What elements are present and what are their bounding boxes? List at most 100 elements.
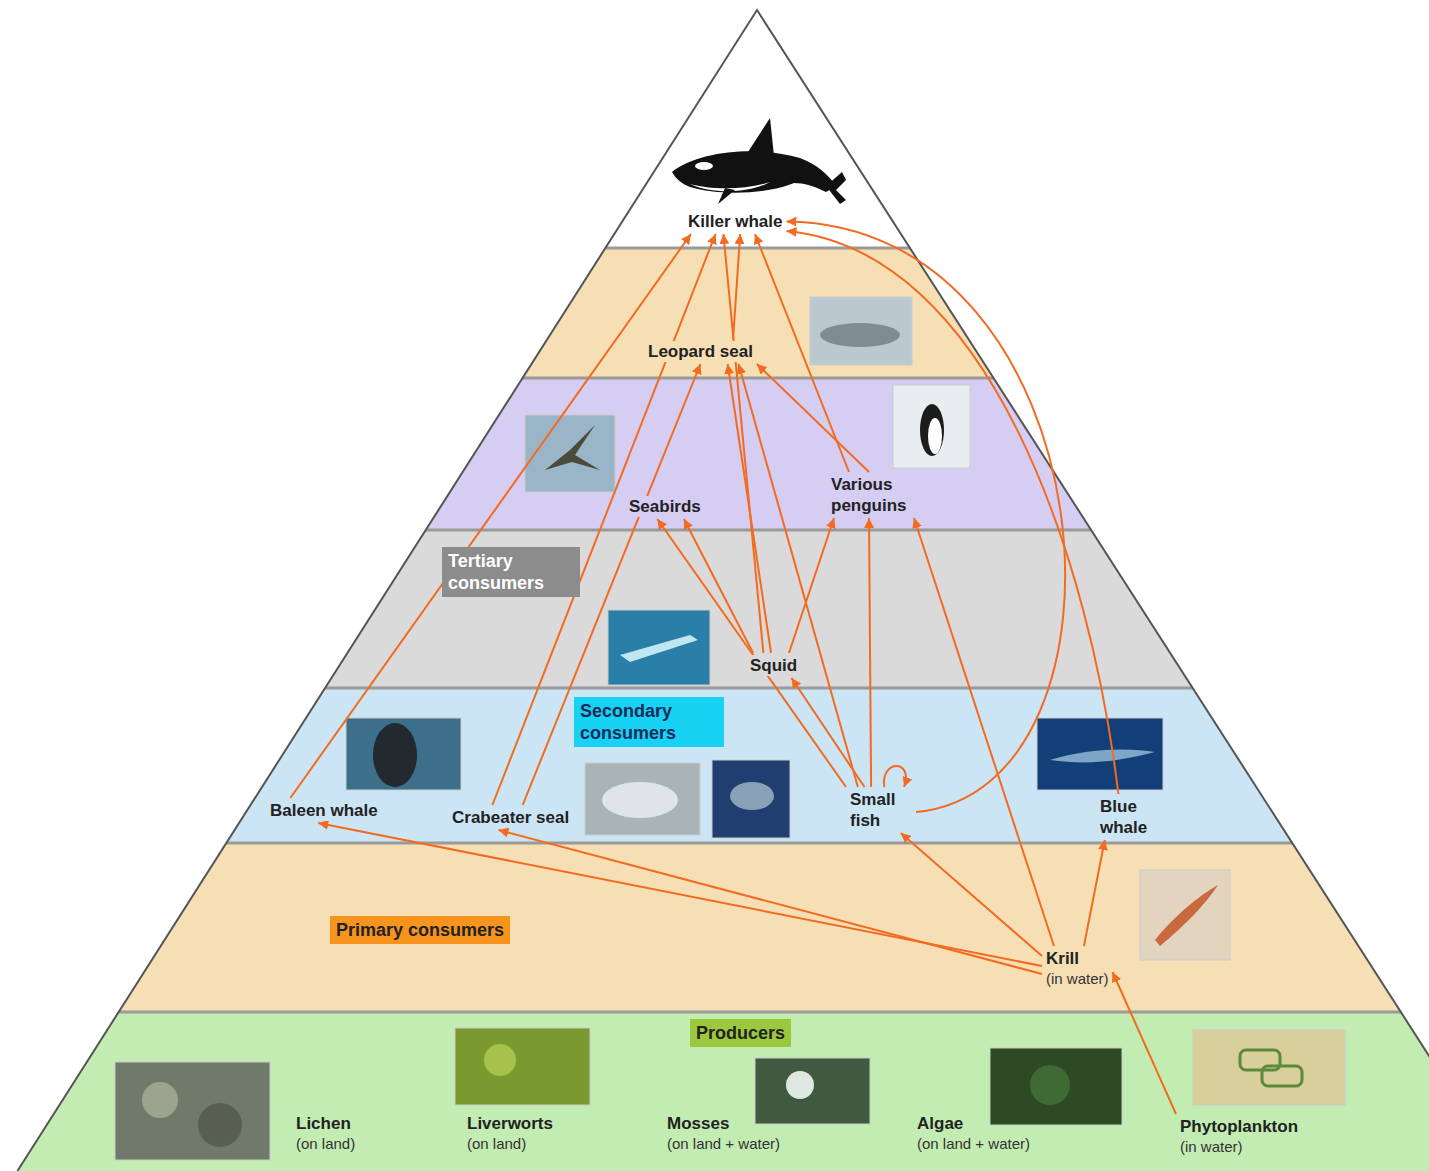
food-arrow — [728, 364, 771, 653]
node-title: Primary consumers — [330, 916, 510, 944]
food-arrow — [498, 830, 1042, 974]
food-arrow — [684, 519, 753, 653]
species-label: Leopard seal — [646, 341, 755, 362]
food-arrow — [786, 231, 1118, 794]
food-arrow — [723, 234, 763, 653]
species-label: Killer whale — [686, 211, 784, 232]
band-border — [523, 377, 994, 380]
node-title: Secondary consumers — [574, 697, 724, 747]
orca-figure — [672, 118, 846, 204]
orca-eye-patch — [695, 162, 713, 170]
node-title: Krill — [1044, 948, 1081, 969]
species-label: Baleen whale — [268, 800, 380, 821]
band-border — [119, 1011, 1402, 1014]
species-label: Squid — [748, 655, 799, 676]
food-arrow — [318, 823, 1042, 966]
band-border — [605, 247, 910, 250]
node-title: Baleen whale — [268, 800, 380, 821]
species-label: Blue whale — [1098, 796, 1166, 838]
level-box: Producers — [690, 1019, 791, 1047]
photo-detail — [928, 418, 942, 454]
food-arrow — [789, 518, 834, 653]
photo-detail — [730, 782, 774, 810]
photo-liverworts — [455, 1028, 590, 1105]
node-title: Producers — [690, 1019, 791, 1047]
food-arrow — [1113, 972, 1176, 1114]
apex-band — [605, 10, 910, 248]
species-label: Various penguins — [829, 474, 929, 516]
photo-detail — [545, 425, 600, 470]
node-title: Leopard seal — [646, 341, 755, 362]
photo-detail — [1262, 1066, 1302, 1086]
photos — [115, 297, 1345, 1160]
photo-detail — [484, 1044, 516, 1076]
band-border — [426, 529, 1092, 532]
node-subtitle: (in water) — [1044, 969, 1111, 988]
node-title: Squid — [748, 655, 799, 676]
band — [325, 530, 1193, 688]
photo-leopard-seal — [810, 297, 912, 365]
photo-detail — [198, 1103, 242, 1147]
node-subtitle: (on land + water) — [665, 1134, 782, 1153]
node-title: Lichen — [294, 1113, 353, 1134]
orca-tail — [826, 172, 846, 204]
food-arrow — [786, 222, 1065, 813]
band — [17, 1012, 1429, 1171]
photo-detail — [1155, 885, 1218, 946]
level-box: Secondary consumers — [574, 697, 724, 747]
food-arrow — [755, 234, 849, 472]
photo-detail — [602, 782, 678, 818]
band — [226, 688, 1292, 843]
species-label: Seabirds — [627, 496, 703, 517]
band-border — [226, 842, 1292, 845]
node-subtitle: (on land) — [465, 1134, 528, 1153]
photo-squid — [608, 610, 710, 685]
band-border — [325, 687, 1193, 690]
photo-seabird — [525, 415, 615, 492]
node-title: Phytoplankton — [1178, 1116, 1300, 1137]
node-title: Small fish — [848, 789, 914, 831]
species-label: Liverworts(on land) — [465, 1113, 555, 1153]
photo-phytoplankton — [1193, 1030, 1345, 1105]
photo-detail — [620, 635, 698, 662]
photo-detail — [920, 404, 944, 456]
food-arrow — [1084, 840, 1105, 946]
band — [426, 378, 1092, 530]
photo-detail — [373, 723, 417, 787]
photo-krill — [1140, 870, 1230, 960]
level-box: Primary consumers — [330, 916, 510, 944]
species-label: Crabeater seal — [450, 807, 571, 828]
food-arrow — [792, 678, 865, 787]
photo-mosses — [755, 1058, 870, 1124]
node-title: Seabirds — [627, 496, 703, 517]
photo-detail — [1050, 750, 1155, 763]
node-title: Tertiary consumers — [442, 547, 580, 597]
photo-fish — [712, 760, 790, 838]
species-label: Lichen(on land) — [294, 1113, 357, 1153]
food-arrow — [869, 518, 871, 787]
band-borders — [119, 248, 1402, 1012]
food-arrow — [914, 518, 1054, 946]
photo-detail — [786, 1071, 814, 1099]
species-label: Mosses(on land + water) — [665, 1113, 782, 1153]
level-box: Tertiary consumers — [442, 547, 580, 597]
photo-blue-whale — [1037, 718, 1163, 790]
photo-crabeater-seal — [585, 763, 700, 835]
species-label: Krill(in water) — [1044, 948, 1111, 988]
photo-baleen-whale — [346, 718, 461, 790]
node-title: Algae — [915, 1113, 965, 1134]
photo-penguin — [893, 385, 970, 468]
band — [119, 843, 1402, 1012]
photo-lichen — [115, 1062, 270, 1160]
pyramid-outline — [17, 10, 1429, 1171]
photo-algae — [990, 1048, 1122, 1125]
node-title: Crabeater seal — [450, 807, 571, 828]
species-label: Small fish — [848, 789, 914, 831]
species-label: Algae(on land + water) — [915, 1113, 1032, 1153]
food-arrow — [901, 833, 1042, 956]
photo-detail — [142, 1082, 178, 1118]
node-title: Various penguins — [829, 474, 929, 516]
